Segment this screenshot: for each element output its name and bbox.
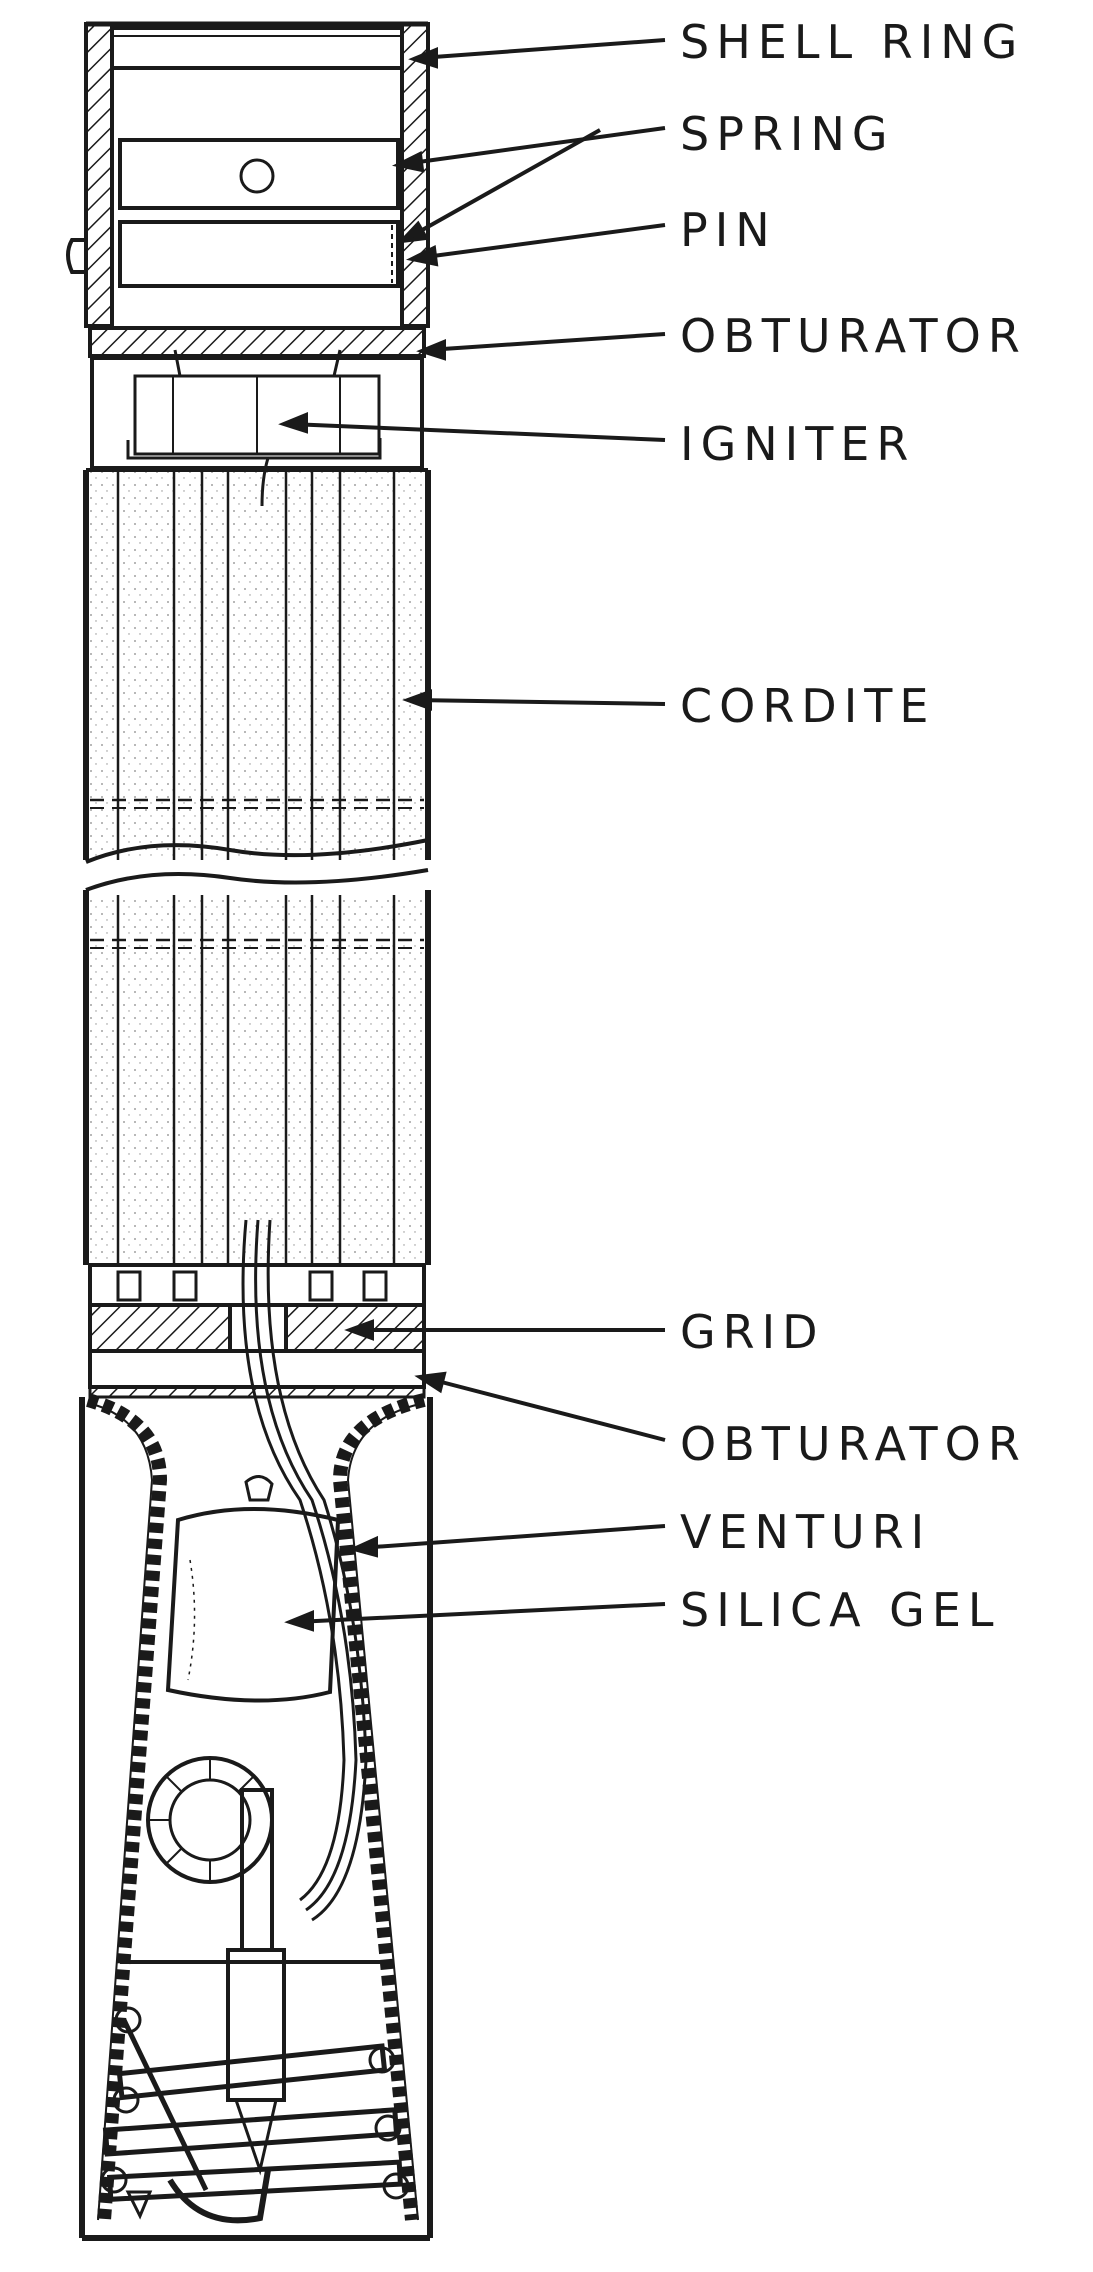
- obturator-bottom: [88, 1385, 426, 1399]
- break-line: [85, 838, 429, 892]
- label-obturator-bottom: OBTURATOR: [680, 1417, 1027, 1471]
- label-spring: SPRING: [680, 107, 895, 161]
- silica-gel-bag: [165, 1475, 341, 1703]
- label-igniter: IGNITER: [680, 417, 915, 471]
- label-grid: GRID: [680, 1305, 825, 1359]
- pin: [66, 238, 86, 274]
- label-cordite: CORDITE: [680, 679, 935, 733]
- coiled-tube: [146, 1756, 274, 1952]
- nozzle-casing: [79, 1397, 433, 2241]
- label-obturator-top: OBTURATOR: [680, 309, 1027, 363]
- leader-lines: [278, 38, 666, 1632]
- cordite-charge-lower: [83, 890, 431, 1265]
- shell-ring: [110, 26, 404, 70]
- label-pin: PIN: [680, 203, 777, 257]
- venturi: [86, 1393, 426, 2221]
- spring-upper: [118, 138, 400, 210]
- label-venturi: VENTURI: [680, 1505, 931, 1559]
- nozzle-fixture: [100, 1948, 410, 2224]
- cordite-charge-upper: [83, 468, 431, 860]
- igniter-housing: [90, 349, 424, 470]
- spring-lower: [118, 220, 400, 288]
- obturator-top: [88, 326, 426, 358]
- upper-casing: [84, 21, 430, 328]
- label-shell-ring: SHELL RING: [680, 15, 1024, 69]
- label-silica-gel: SILICA GEL: [680, 1583, 1001, 1637]
